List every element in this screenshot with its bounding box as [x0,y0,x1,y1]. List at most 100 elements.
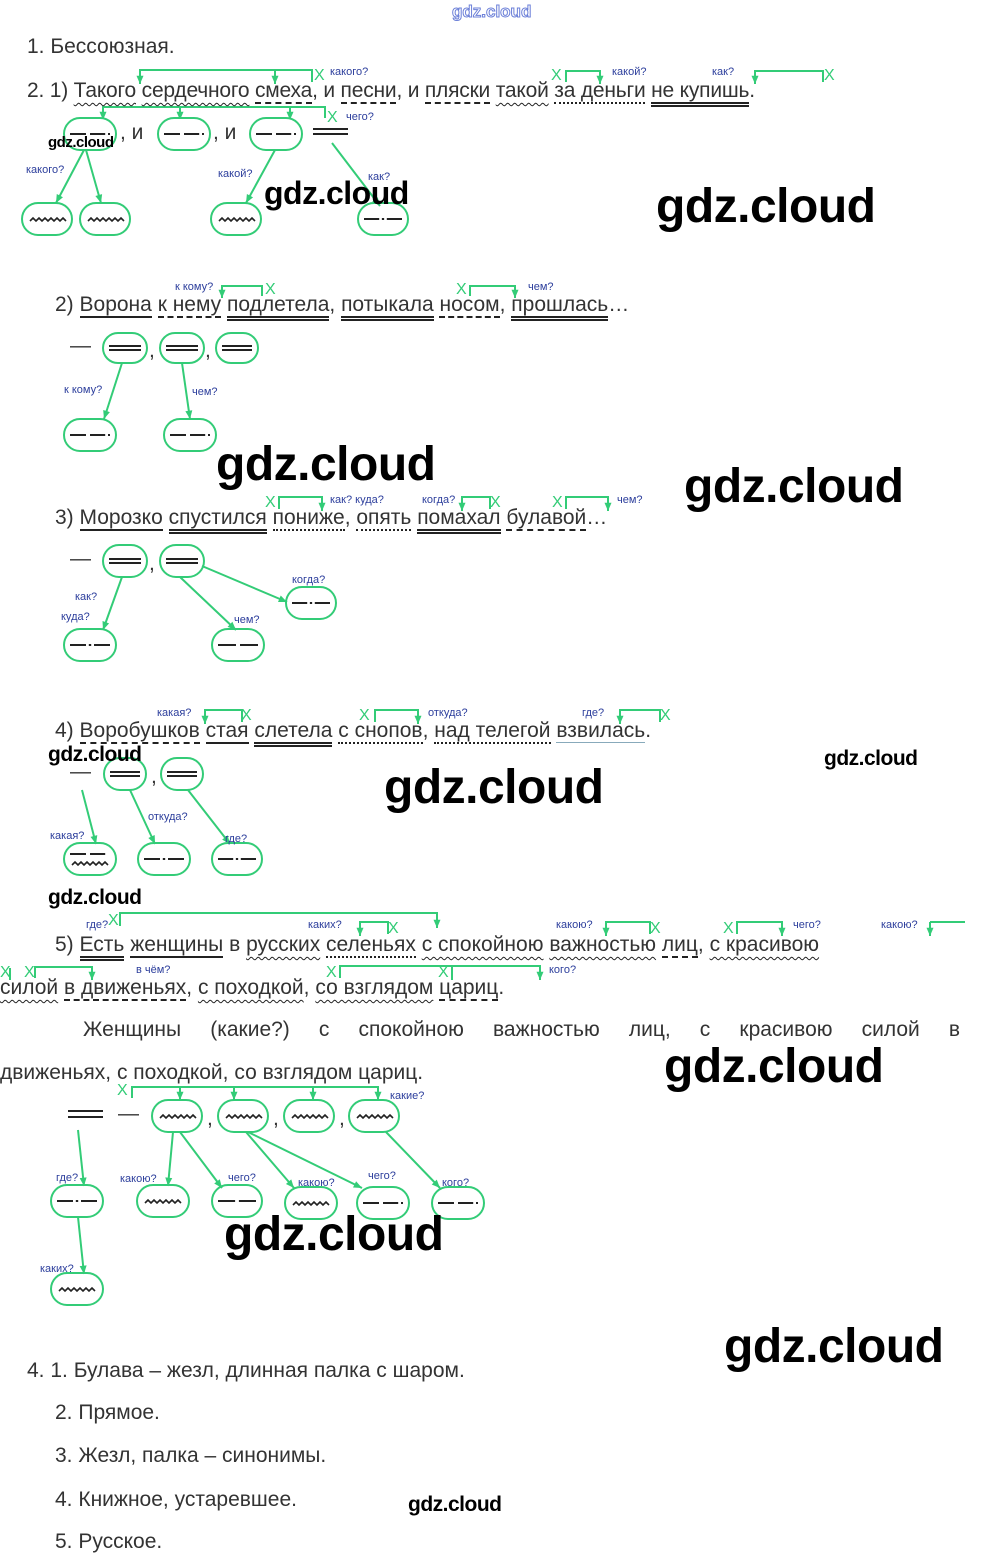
x-mark-icon: X [24,964,35,981]
sentence-member-oval [103,757,147,791]
sentence-text: . [749,79,755,102]
sentence-member-oval [136,1184,190,1218]
bracket-line [754,70,824,82]
arrow-head-icon [227,621,236,630]
question-label: какой? [612,66,647,78]
arrow-head-icon [271,75,279,84]
dash-symbol: — [118,1102,139,1125]
wavy-line-icon [225,1113,263,1120]
wavy-line-icon [218,216,256,223]
arrow-head-icon [222,835,230,844]
sentence-member: силой [0,976,59,999]
task-4-item: 4. Книжное, устаревшее. [55,1488,297,1511]
arrow-head-icon [318,502,326,511]
question-label: какая? [157,707,192,719]
sentence-text: , и [312,79,341,102]
arrow-line [385,1131,441,1189]
sentence-text: , [329,293,342,316]
comma: , [273,1107,279,1130]
sentence-member: женщины [130,933,224,958]
sentence-member: подлетела [227,293,330,321]
arrow-head-icon [88,971,96,980]
arrow-head-icon [751,75,759,84]
x-mark-icon: X [326,964,337,981]
sentence-member: стая [205,719,249,744]
arrow-head-icon [79,1177,87,1186]
sentence-member: цариц [439,976,499,1001]
x-mark-icon: X [438,964,449,981]
question-label: чем? [192,386,218,398]
x-mark-icon: X [265,281,276,298]
task-4-item: 3. Жезл, палка – синонимы. [55,1444,327,1467]
x-mark-icon: X [551,67,562,84]
wavy-line-icon [292,1200,330,1207]
sentence-member: в движеньях [63,976,187,1001]
sentence-member-oval [63,842,117,876]
question-label: кого? [549,964,577,976]
bracket-line [131,1086,379,1098]
sentence-member: пляски [424,79,491,104]
sentence-text: , [303,976,316,999]
question-label: к кому? [175,281,214,293]
comma: , [207,1107,213,1130]
task-4-item: 4. 1. Булава – жезл, длинная палка с шар… [27,1359,465,1382]
dash-symbol: — [70,334,91,357]
sentence-text: , [499,293,512,316]
wavy-line-icon [144,1198,182,1205]
comma: , [151,765,157,788]
sentence-text: … [586,506,608,529]
arrow-head-icon [602,927,610,936]
question-label: где? [86,919,109,931]
sentence-4: 4) Воробушков стая слетела с снопов, над… [55,718,651,747]
arrow-head-icon [616,715,624,724]
arrow-line [245,149,276,204]
question-label: откуда? [148,811,188,823]
arrow-line [247,1131,363,1189]
sentence-member: важностью [549,933,657,956]
question-label: куда? [61,611,90,623]
question-label: кого? [442,1177,470,1189]
watermark: gdz.cloud [408,1493,502,1516]
wavy-line-icon [87,216,125,223]
x-mark-icon: X [359,707,370,724]
conjunction: , и [120,121,144,144]
question-label: каких? [40,1263,74,1275]
sentence-member: за деньги [554,79,646,104]
arrow-head-icon [285,1179,294,1188]
question-label: чего? [793,919,821,931]
sentence-member: Такого [73,79,137,102]
arrow-head-icon [458,502,466,511]
sentence-member: смеха [255,79,313,104]
sentence-member-oval [159,332,205,364]
x-mark-icon: X [456,281,467,298]
arrow-line [201,565,288,603]
question-label: к кому? [64,384,103,396]
arrow-line [102,576,123,631]
arrow-head-icon [286,111,294,120]
question-label: каких? [308,919,342,931]
sentence-2: 2) Ворона к нему подлетела, потыкала нос… [55,292,629,321]
arrow-head-icon [218,289,226,298]
watermark: gdz.cloud [724,1320,944,1373]
sentence-member: с снопов [338,719,423,744]
sentence-text [152,293,158,316]
wavy-line-icon [291,1113,329,1120]
sentence-text: в [223,933,247,956]
arrow-head-icon [372,197,380,206]
arrow-line [77,1129,85,1187]
arrow-head-icon [596,75,604,84]
arrow-head-icon [102,621,110,630]
sentence-text: , [422,719,435,742]
site-logo[interactable]: gdz.cloud [451,2,532,22]
sentence-member-oval [211,1184,263,1218]
sentence-text: . [498,976,505,999]
arrow-head-icon [176,111,184,120]
sentence-member: слетела [254,719,333,747]
arrow-line [331,142,381,207]
paragraph-line-2: движеньях, с походкой, со взглядом цариц… [0,1061,424,1084]
task-1-answer: 1. Бессоюзная. [27,35,175,58]
sentence-5-line-1: 5) Есть женщины в русских селеньях с спо… [55,932,819,961]
question-label: как? куда? [330,494,384,506]
sentence-member: не купишь [651,79,749,107]
question-label: какою? [120,1173,157,1185]
